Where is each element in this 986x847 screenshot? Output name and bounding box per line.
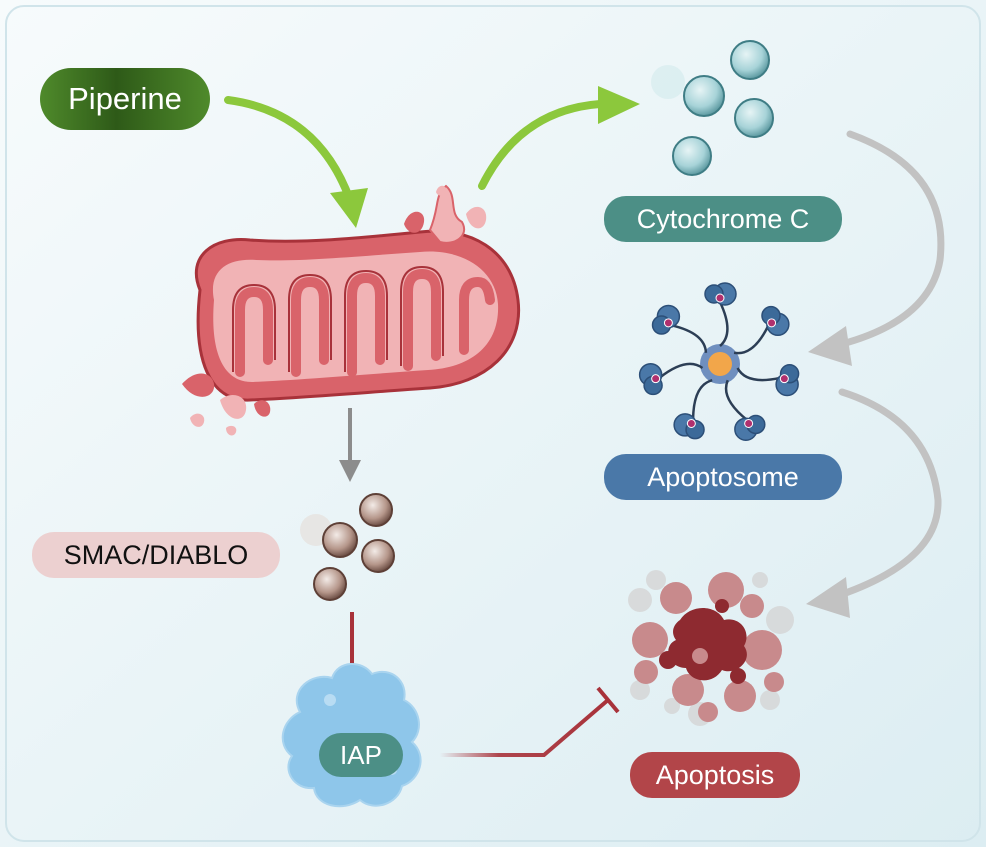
cytochrome-binding-dot xyxy=(715,293,725,303)
cytochrome-binding-dot xyxy=(744,418,754,428)
cytochrome-c-label: Cytochrome C xyxy=(604,196,842,242)
activation-arrow-piperine xyxy=(224,96,368,228)
cytochrome-binding-dot xyxy=(779,374,789,384)
activation-arrow-release xyxy=(478,86,640,190)
apoptosome-label: Apoptosome xyxy=(604,454,842,500)
apoptosome-spoke xyxy=(691,379,713,420)
iap-label: IAP xyxy=(319,733,403,777)
flow-arrow-cyto-to-apoptosome xyxy=(808,130,945,366)
apoptosome-spoke xyxy=(718,301,729,347)
apoptosome-icon xyxy=(638,282,800,441)
mitochondrion-icon xyxy=(182,184,521,436)
apoptosome-spoke xyxy=(736,367,781,382)
inhibition-iap-apoptosis xyxy=(440,686,620,757)
apoptosis-label: Apoptosis xyxy=(630,752,800,798)
apoptosome-spoke xyxy=(724,379,748,421)
cytochrome-binding-dot xyxy=(663,318,673,328)
flow-arrow-apoptosome-to-apoptosis xyxy=(806,388,942,618)
apoptosome-spoke xyxy=(671,324,708,353)
cytochrome-c-particles-icon xyxy=(651,40,774,176)
release-arrow-smac xyxy=(339,408,361,482)
apoptotic-cell-icon xyxy=(628,570,794,726)
cytochrome-binding-dot xyxy=(651,374,661,384)
cytochrome-binding-dot xyxy=(686,418,696,428)
cytochrome-binding-dot xyxy=(767,318,777,328)
smac-particles-icon xyxy=(300,493,395,601)
apoptosome-spoke xyxy=(733,324,770,355)
frame xyxy=(5,5,981,842)
apoptosome-spoke xyxy=(658,362,704,379)
smac-diablo-label: SMAC/DIABLO xyxy=(32,532,280,578)
piperine-label: Piperine xyxy=(40,68,210,130)
